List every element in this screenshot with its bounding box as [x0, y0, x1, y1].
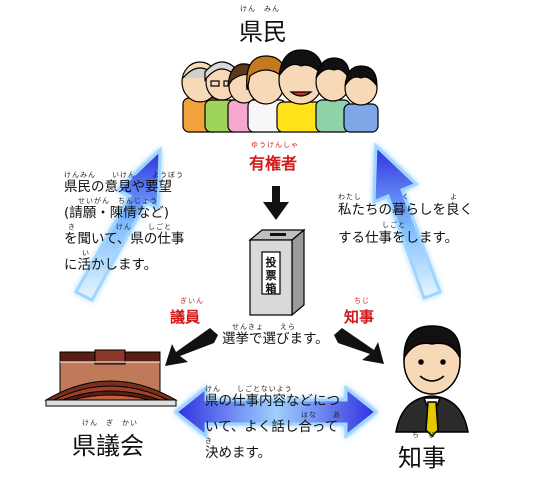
arrow-gikai-chiji-discussion	[173, 384, 379, 440]
assembly-hall-illustration	[44, 349, 178, 407]
right-ruby-1: わたし く よ	[338, 193, 458, 201]
kengikai-ruby: けん ぎ かい	[82, 419, 138, 427]
kenmin-ruby: けん みん	[240, 5, 280, 13]
citizen-boy-front	[276, 49, 326, 133]
bottom-description: けん しごとないよう 県の仕事内容などにつ はな あ いて、よく話し合って き …	[205, 384, 341, 462]
bottom-ruby-1: けん しごとないよう	[205, 385, 293, 393]
citizen-boy-right	[343, 65, 379, 133]
yukensha-ruby: ゆうけんしゃ	[251, 141, 299, 149]
senkyo-ruby: せんきょ えら	[232, 323, 296, 331]
giin-label: 議員	[170, 308, 201, 326]
kenmin-title: 県民	[239, 18, 287, 46]
left-description: けんみん いけん ようぼう 県民の意見や要望 せいがん ちんじょう (請願・陳情…	[64, 170, 184, 274]
ballot-box	[248, 228, 306, 317]
senkyo-label: 選挙で選びます。	[222, 331, 329, 347]
left-line-1: 県民の意見や要望	[64, 179, 172, 195]
bottom-ruby-2: はな あ	[301, 411, 341, 419]
bottom-line-2: いて、よく話し合って	[205, 419, 339, 435]
left-line-3: を聞いて、県の仕事	[64, 231, 185, 247]
citizen-man-right	[315, 57, 351, 133]
right-line-2: する仕事をします。	[338, 230, 459, 246]
ballot-box-label: 投票箱	[265, 256, 277, 295]
chiji-small-label: 知事	[344, 308, 375, 326]
yukensha-label: 有権者	[249, 154, 298, 173]
left-line-2: (請願・陳情など)	[64, 205, 170, 221]
left-ruby-3: き けん しごと	[68, 223, 172, 231]
right-ruby-2: しごと	[382, 221, 406, 229]
left-ruby-1: けんみん いけん ようぼう	[64, 171, 184, 179]
bottom-line-1: 県の仕事内容などにつ	[205, 393, 340, 409]
arrow-gikai-to-kenmin	[73, 146, 162, 302]
right-description: わたし く よ 私たちの暮らしを良く しごと する仕事をします。	[338, 192, 473, 248]
giin-ruby: ぎいん	[180, 297, 204, 305]
arrow-election-left	[165, 328, 218, 366]
right-line-1: 私たちの暮らしを良く	[338, 202, 473, 218]
citizens-crowd	[181, 49, 379, 133]
left-ruby-2: せいがん ちんじょう	[78, 197, 158, 205]
arrow-election-right	[334, 328, 384, 364]
governor-illustration	[395, 325, 469, 438]
chiji-small-ruby: ちじ	[354, 297, 370, 305]
arrow-down-to-ballot	[263, 186, 289, 220]
chiji-title: 知事	[398, 444, 446, 472]
left-line-4: に活かします。	[64, 257, 158, 273]
kengikai-title: 県議会	[72, 432, 144, 460]
chiji-ruby: ち じ	[412, 431, 436, 439]
left-ruby-4: い	[82, 249, 90, 257]
bottom-ruby-3: き	[205, 437, 213, 445]
arrow-chiji-to-kenmin	[372, 142, 442, 300]
bottom-line-3: 決めます。	[205, 445, 272, 461]
